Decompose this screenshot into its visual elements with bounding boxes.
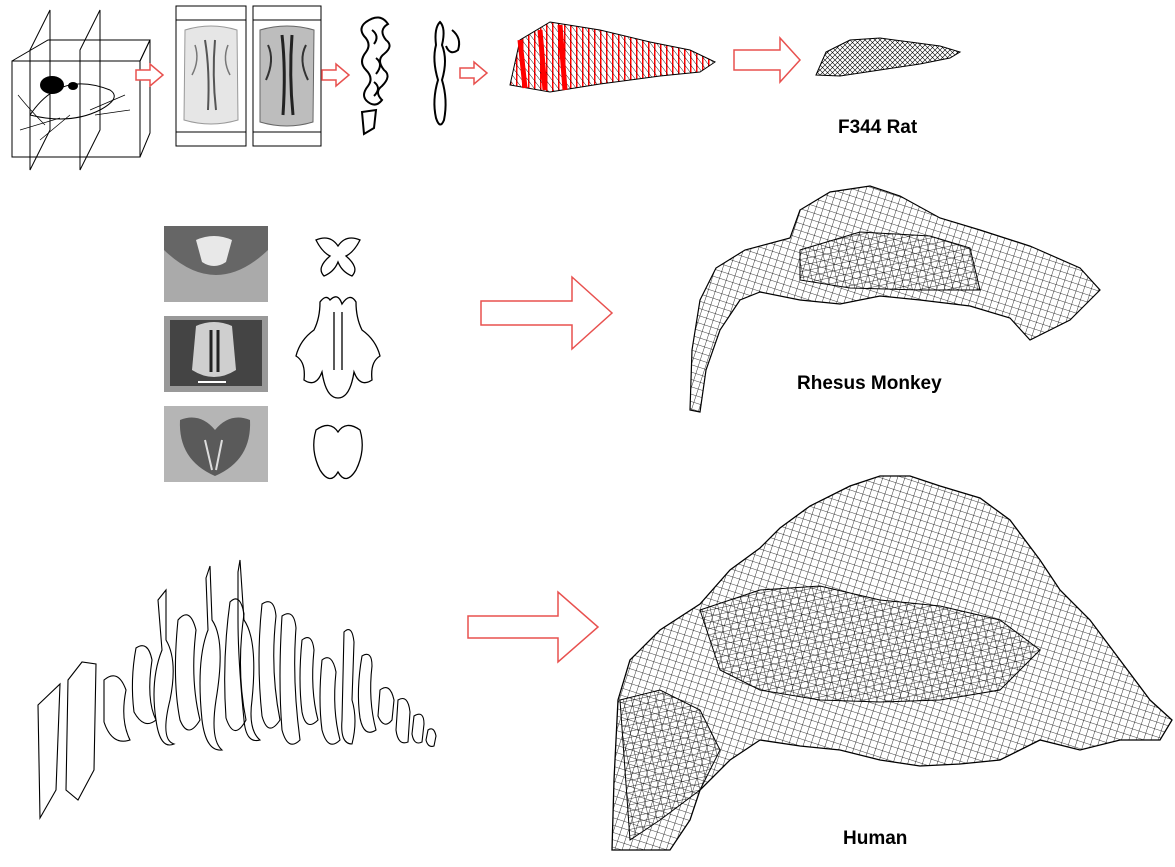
monkey-histology-1 [164,226,268,302]
arrow-rat-3 [460,62,487,84]
label-rat: F344 Rat [838,117,917,139]
rat-section-contours [361,17,459,134]
monkey-histology-3 [164,406,268,482]
label-human: Human [843,828,907,850]
arrow-monkey [481,277,612,349]
rat-sectioning-block [12,10,150,170]
label-monkey: Rhesus Monkey [797,373,942,395]
arrow-rat-2 [322,64,349,86]
arrow-human [468,592,598,662]
rat-histology-slice-2 [253,6,321,146]
monkey-histology-2 [164,316,268,392]
monkey-contours [296,238,380,479]
arrow-rat-4 [734,38,800,82]
human-wireframe [612,476,1172,850]
rat-histology-slice-1 [176,6,246,146]
rat-wireframe-final [816,38,960,76]
rat-wireframe-red [510,22,715,92]
human-section-contours [38,560,436,818]
